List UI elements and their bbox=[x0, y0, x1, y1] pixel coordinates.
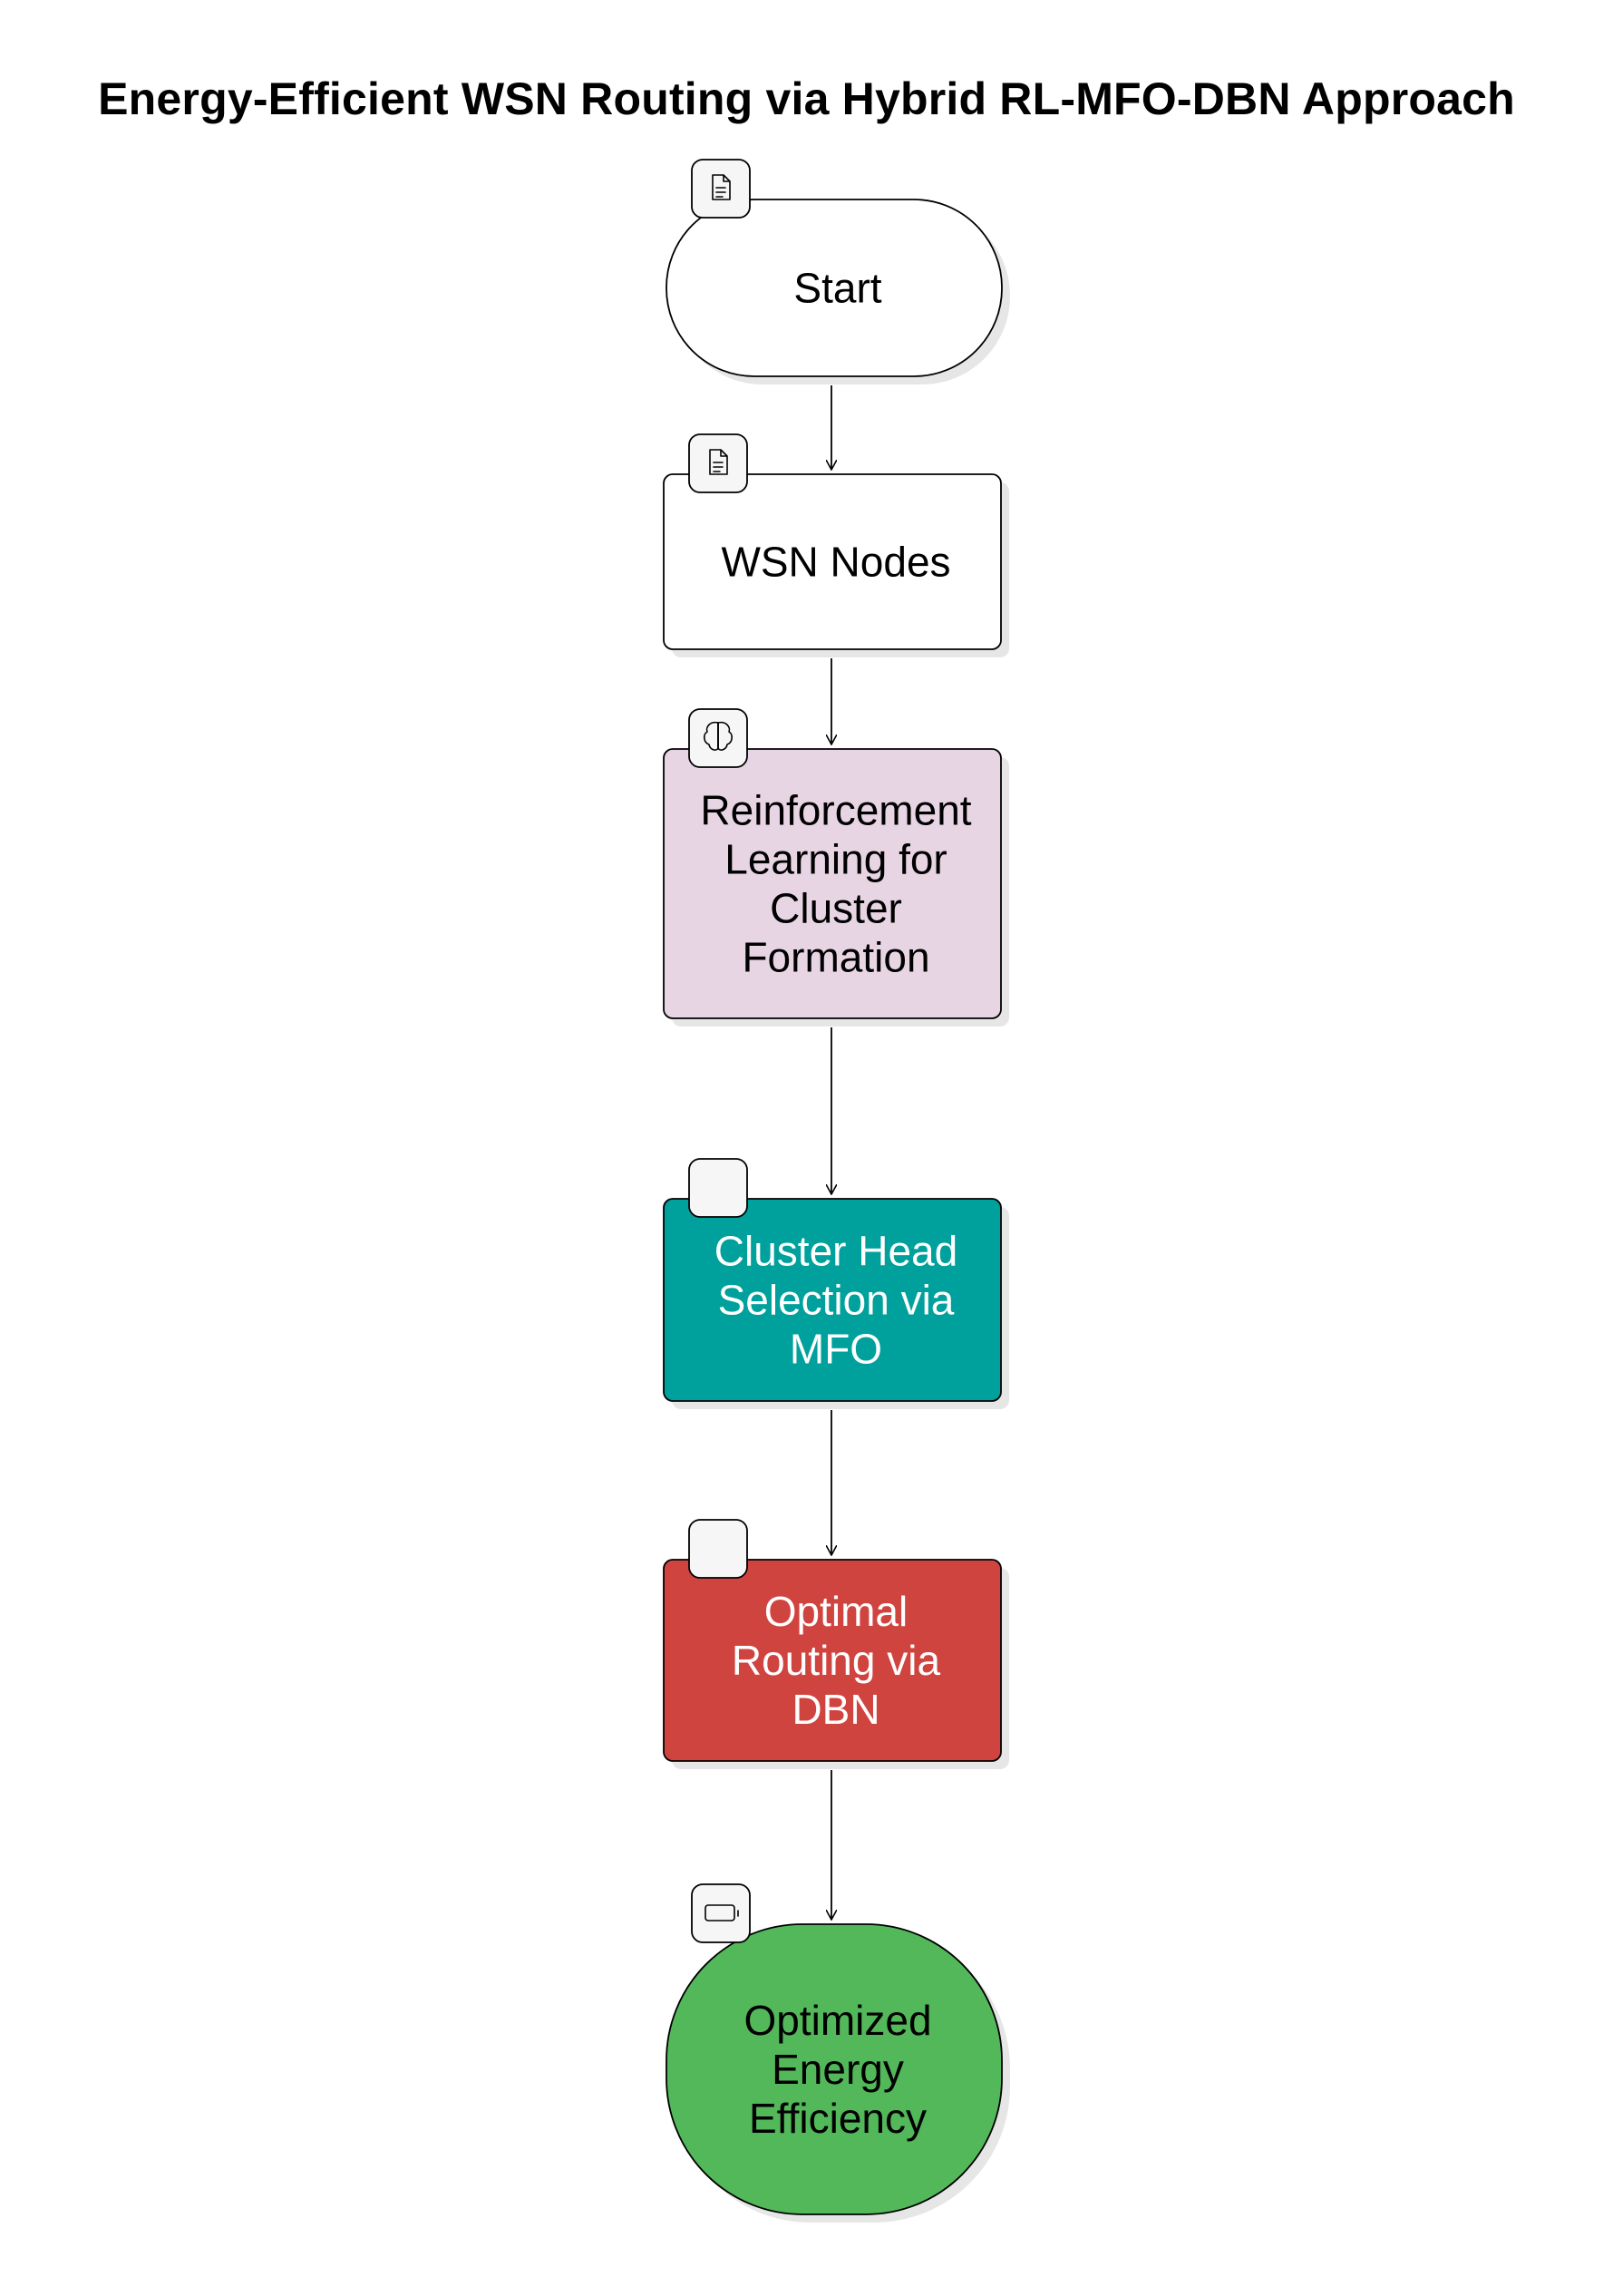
node-shape-rl-cluster bbox=[663, 748, 1002, 1019]
node-label-routing-dbn-line-1: Routing via bbox=[732, 1637, 941, 1684]
battery-icon bbox=[691, 1883, 751, 1943]
node-start: Start bbox=[666, 159, 1010, 384]
node-label-routing-dbn-line-0: Optimal bbox=[764, 1588, 908, 1635]
node-label-rl-cluster-line-1: Learning for bbox=[724, 836, 947, 883]
node-label-wsn-nodes-line-0: WSN Nodes bbox=[721, 539, 950, 586]
brain-icon bbox=[688, 708, 748, 768]
node-label-ch-mfo-line-2: MFO bbox=[790, 1326, 882, 1373]
document-icon bbox=[688, 433, 748, 493]
node-label-energy-line-2: Efficiency bbox=[749, 2095, 927, 2142]
node-shape-energy bbox=[666, 1923, 1003, 2215]
node-label-start-line-0: Start bbox=[793, 265, 881, 312]
node-wsn-nodes: WSN Nodes bbox=[663, 433, 1009, 657]
node-shape-ch-mfo bbox=[663, 1198, 1002, 1402]
blank-icon bbox=[688, 1519, 748, 1579]
node-label-energy-line-0: Optimized bbox=[743, 1997, 931, 2044]
node-label-routing-dbn-line-2: DBN bbox=[792, 1686, 879, 1733]
diagram-title: Energy-Efficient WSN Routing via Hybrid … bbox=[98, 73, 1515, 124]
node-label-rl-cluster-line-3: Formation bbox=[742, 934, 929, 981]
node-shape-routing-dbn bbox=[663, 1559, 1002, 1762]
node-shape-wsn-nodes bbox=[663, 473, 1002, 650]
node-label-ch-mfo-line-1: Selection via bbox=[718, 1277, 955, 1324]
document-icon bbox=[691, 159, 751, 219]
node-label-ch-mfo-line-0: Cluster Head bbox=[714, 1228, 957, 1275]
node-label-rl-cluster-line-2: Cluster bbox=[770, 885, 902, 932]
node-label-energy-line-1: Energy bbox=[772, 2046, 904, 2093]
node-shape-start bbox=[666, 199, 1003, 377]
blank-icon bbox=[688, 1158, 748, 1218]
node-label-rl-cluster-line-0: Reinforcement bbox=[700, 787, 971, 834]
